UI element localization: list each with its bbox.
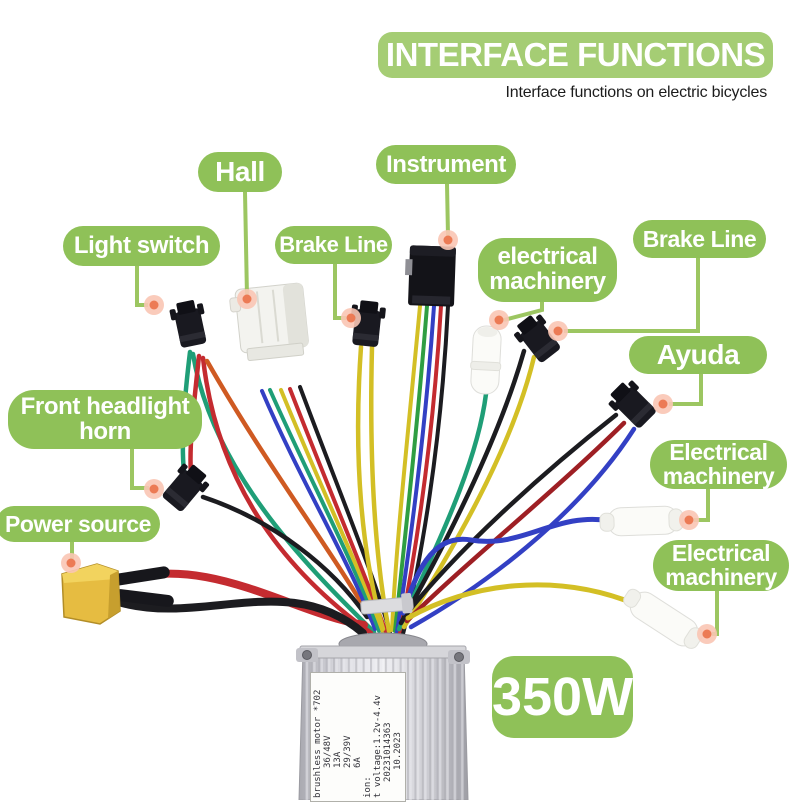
- electrical-machinery-right-bottom-connector: [623, 588, 704, 649]
- spec-line: brushless motor *702: [313, 689, 323, 798]
- callout-line: Electrical: [669, 438, 768, 465]
- callout-light-switch: Light switch: [63, 226, 220, 266]
- page-subtitle: Interface functions on electric bicycles: [505, 84, 768, 101]
- callout-power-source: Power source: [0, 506, 160, 542]
- page-title: INTERFACE FUNCTIONS: [378, 32, 773, 78]
- wire-orange: [204, 358, 378, 629]
- screw-left: [302, 650, 312, 660]
- marker-headlight: [144, 479, 164, 499]
- callout-electrical-machinery-center: electrical machinery: [478, 238, 617, 302]
- callout-line: machinery: [665, 563, 777, 590]
- marker-brake-right: [548, 321, 568, 341]
- callout-line: Front headlight: [20, 392, 190, 420]
- marker-hall: [237, 289, 257, 309]
- wire-black-headlight: [200, 494, 370, 620]
- callout-line: horn: [79, 417, 131, 445]
- callout-brake-line-left: Brake Line: [275, 226, 392, 264]
- power-rating-badge: 350W: [492, 656, 633, 738]
- callout-line: electrical: [497, 243, 598, 271]
- wire-darkred-ayuda: [404, 420, 627, 624]
- spec-line: t voltage:1.2v-4.4v: [373, 695, 383, 798]
- spec-line: 36/48V: [323, 735, 333, 768]
- spec-line: 20231014363: [383, 722, 393, 782]
- leader-brake-right: [564, 258, 700, 333]
- light-switch-connector: [169, 300, 207, 348]
- zip-tie: [360, 593, 414, 615]
- instrument-connector: [405, 245, 456, 307]
- brake-line-right-connector: [514, 314, 560, 363]
- wire-power-black: [118, 597, 367, 637]
- leader-instrument: [445, 183, 450, 237]
- wire-green-instrument: [393, 304, 429, 633]
- callout-hall: Hall: [198, 152, 282, 192]
- leader-machinery-center: [503, 300, 544, 322]
- wire-yellow-instrument: [390, 304, 422, 632]
- spec-line: 13A: [333, 751, 343, 768]
- marker-machinery-right-bottom: [697, 624, 717, 644]
- callout-line: machinery: [662, 462, 775, 489]
- callout-line: machinery: [489, 268, 606, 295]
- callout-line: Electrical: [671, 539, 771, 566]
- marker-light-switch: [144, 295, 164, 315]
- electrical-machinery-right-top-connector: [599, 505, 684, 537]
- callout-electrical-machinery-right-top: Electrical machinery: [650, 440, 787, 489]
- wire-harness: [115, 304, 643, 637]
- wire-yellow-hall: [279, 388, 385, 634]
- callout-front-headlight-horn: Front headlight horn: [8, 390, 202, 449]
- spec-line: 10.2023: [393, 732, 403, 770]
- leader-hall: [243, 191, 249, 298]
- marker-power-source: [61, 553, 81, 573]
- leader-headlight: [130, 449, 149, 490]
- callout-ayuda: Ayuda: [629, 336, 767, 374]
- spec-line: 6A: [353, 757, 363, 768]
- marker-machinery-center: [489, 310, 509, 330]
- leader-ayuda: [669, 374, 703, 406]
- wire-teal-light-switch: [190, 351, 377, 635]
- marker-ayuda: [653, 394, 673, 414]
- xt60-connector: [61, 563, 121, 625]
- marker-machinery-right-top: [679, 510, 699, 530]
- callout-instrument: Instrument: [376, 145, 516, 184]
- wire-blue-ayuda: [408, 426, 637, 630]
- wire-black-brake-right: [398, 348, 527, 626]
- screw-right: [454, 652, 464, 662]
- wire-yellow-machinery-right: [405, 582, 643, 621]
- heat-shrink-sleeves: [112, 566, 174, 607]
- electrical-machinery-center-connector: [470, 325, 502, 395]
- spec-line: ion:: [363, 776, 373, 798]
- wire-blue-machinery-right: [400, 516, 614, 616]
- callout-markers: [61, 230, 717, 644]
- marker-brake-left: [341, 308, 361, 328]
- ayuda-connector: [608, 380, 656, 428]
- controller-top-rim: [299, 645, 467, 659]
- callout-brake-line-right: Brake Line: [633, 220, 766, 258]
- leader-brake-left: [333, 263, 346, 320]
- front-headlight-horn-connector: [162, 463, 210, 512]
- callout-electrical-machinery-right-bottom: Electrical machinery: [653, 540, 789, 591]
- marker-instrument: [438, 230, 458, 250]
- controller-spec-label: brushless motor *702 36/48V 13A 29/39V 6…: [310, 672, 406, 802]
- wire-black-ayuda: [401, 412, 619, 620]
- spec-line: 29/39V: [343, 735, 353, 768]
